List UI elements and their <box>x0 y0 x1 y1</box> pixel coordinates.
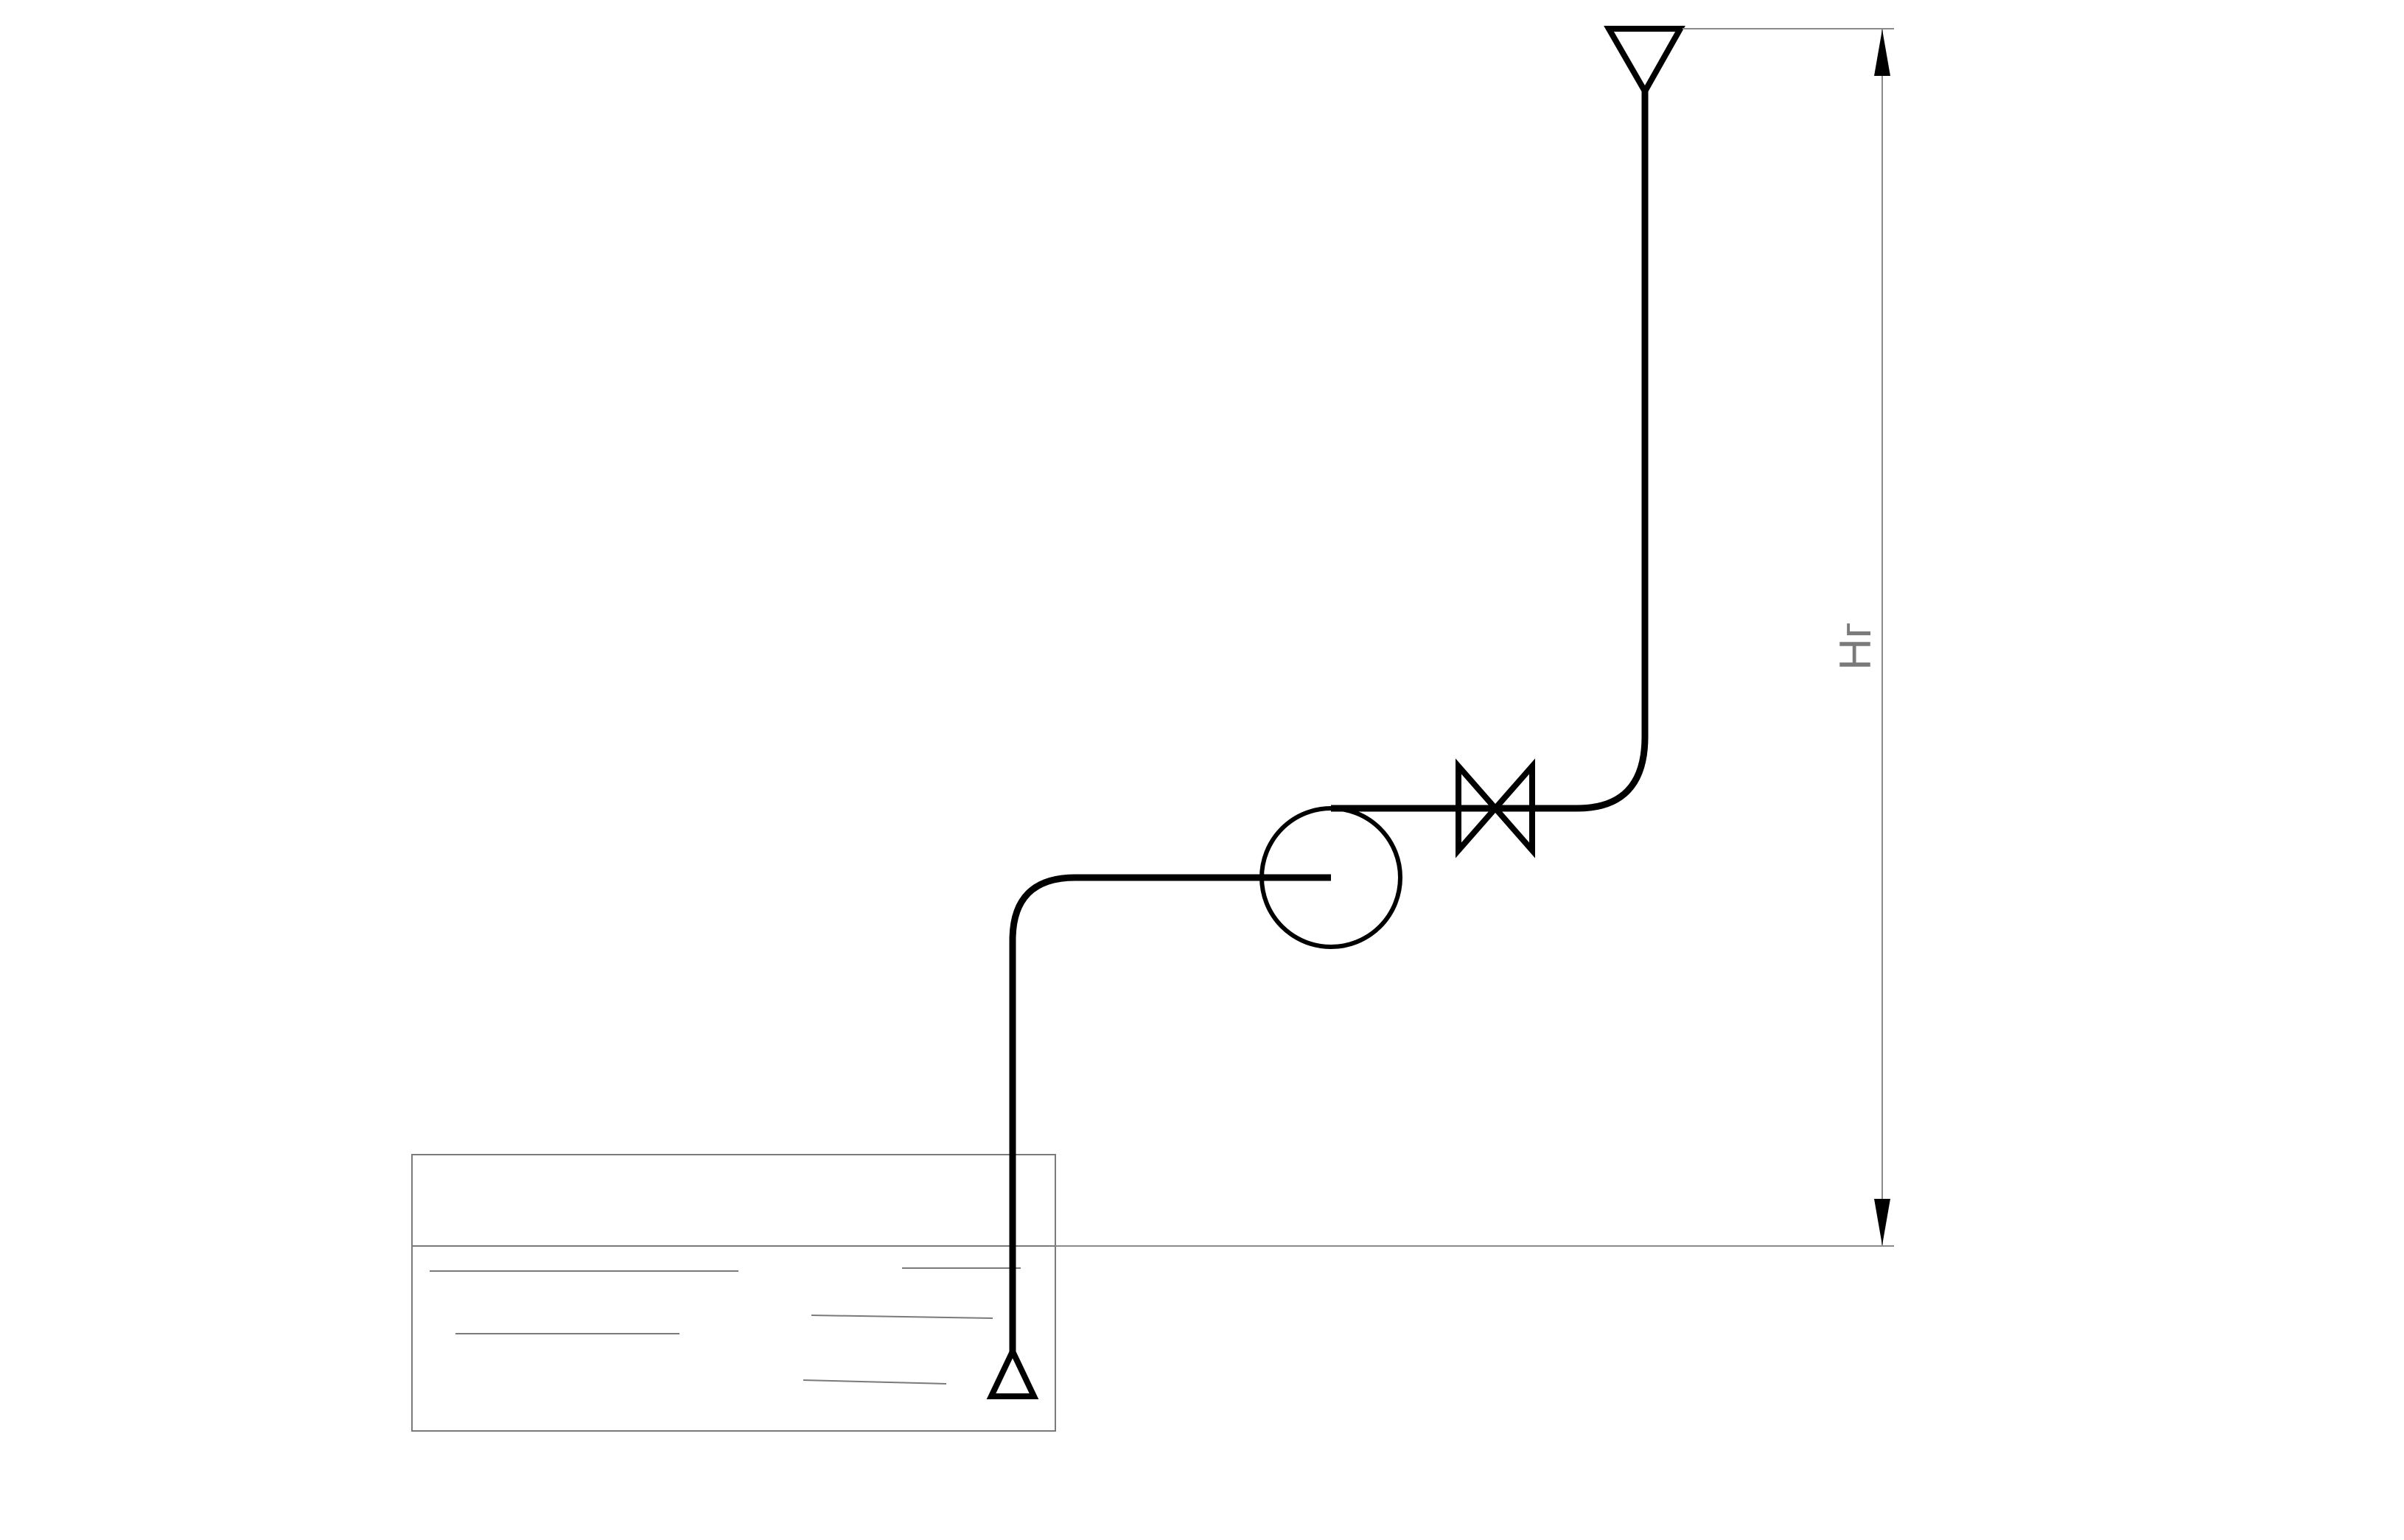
discharge-pipe <box>1331 91 1649 812</box>
discharge-level-triangle-icon <box>1604 26 1685 98</box>
suction-pipe <box>1009 874 1331 1351</box>
dimension-label: Hг <box>1831 622 1880 670</box>
dimension-arrow-top <box>1874 29 1890 76</box>
dimension-arrow-bottom <box>1874 1199 1890 1245</box>
suction-level-triangle-icon <box>986 1344 1039 1399</box>
geodetic-head-dimension: Hг <box>1055 28 1894 1247</box>
gate-valve-icon <box>1456 758 1535 858</box>
water-hatch-lines <box>430 1267 1021 1385</box>
tank-outline <box>411 1154 1056 1432</box>
source-tank <box>411 1154 1056 1432</box>
